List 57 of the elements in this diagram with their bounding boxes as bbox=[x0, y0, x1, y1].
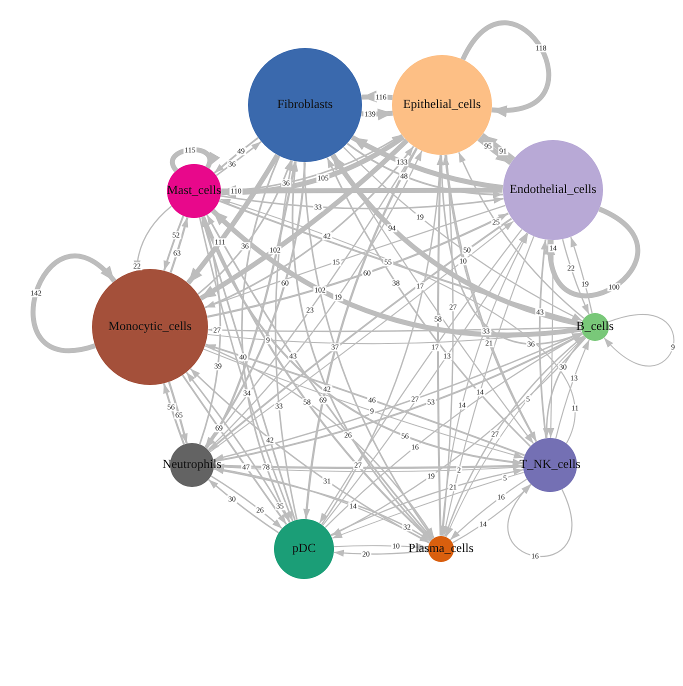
arrow bbox=[334, 550, 428, 557]
arrow bbox=[436, 155, 444, 536]
node-label: Epithelial_cells bbox=[403, 98, 481, 112]
arrow bbox=[361, 108, 393, 120]
arrow bbox=[218, 200, 582, 324]
arrow bbox=[214, 462, 523, 470]
arrow bbox=[168, 381, 188, 444]
self-loop-arrow bbox=[604, 314, 674, 366]
cell-type-circle bbox=[167, 164, 221, 218]
arrow bbox=[208, 326, 581, 334]
node-label: pDC bbox=[292, 542, 316, 556]
node-label: Monocytic_cells bbox=[108, 320, 192, 334]
self-loop-arrow bbox=[30, 254, 116, 354]
arrow bbox=[555, 340, 590, 439]
arrow bbox=[206, 212, 509, 318]
arrow bbox=[274, 160, 298, 520]
arrow bbox=[450, 478, 528, 540]
self-loop-arrow bbox=[170, 147, 218, 172]
arrow bbox=[480, 133, 516, 162]
node-label: Endothelial_cells bbox=[510, 183, 596, 197]
arrow bbox=[346, 142, 504, 198]
self-loop-arrow bbox=[460, 20, 552, 116]
arrow bbox=[538, 240, 548, 438]
arrow bbox=[204, 345, 435, 538]
arrow bbox=[186, 154, 280, 285]
arrow bbox=[452, 484, 532, 544]
cell-type-circle bbox=[274, 519, 334, 579]
arrow bbox=[197, 160, 292, 295]
arrow bbox=[477, 136, 512, 166]
arrow bbox=[241, 156, 291, 523]
node-label: Fibroblasts bbox=[277, 98, 333, 112]
cell-type-circle bbox=[92, 269, 208, 385]
arrow bbox=[170, 217, 188, 274]
arrow bbox=[211, 208, 582, 338]
arrow bbox=[214, 464, 524, 472]
arrow bbox=[458, 152, 584, 319]
arrow bbox=[440, 155, 454, 536]
arrow bbox=[303, 148, 418, 519]
arrow bbox=[321, 155, 444, 525]
arrow bbox=[199, 216, 222, 444]
arrow bbox=[547, 240, 554, 438]
self-loop-arrow bbox=[508, 484, 572, 557]
arrow bbox=[204, 204, 506, 308]
arrow bbox=[570, 236, 593, 314]
node-label: Mast_cells bbox=[166, 184, 222, 198]
arrow bbox=[543, 336, 586, 438]
arrow bbox=[562, 239, 590, 315]
arrow bbox=[220, 195, 504, 210]
cell-type-circle bbox=[392, 55, 492, 155]
self-loop-arrow bbox=[545, 206, 640, 298]
arrow bbox=[220, 198, 576, 444]
arrow bbox=[190, 368, 430, 544]
arrow bbox=[334, 544, 428, 551]
arrow bbox=[350, 135, 504, 190]
arrow bbox=[163, 216, 184, 271]
arrow bbox=[362, 90, 393, 103]
arrow bbox=[162, 383, 185, 445]
